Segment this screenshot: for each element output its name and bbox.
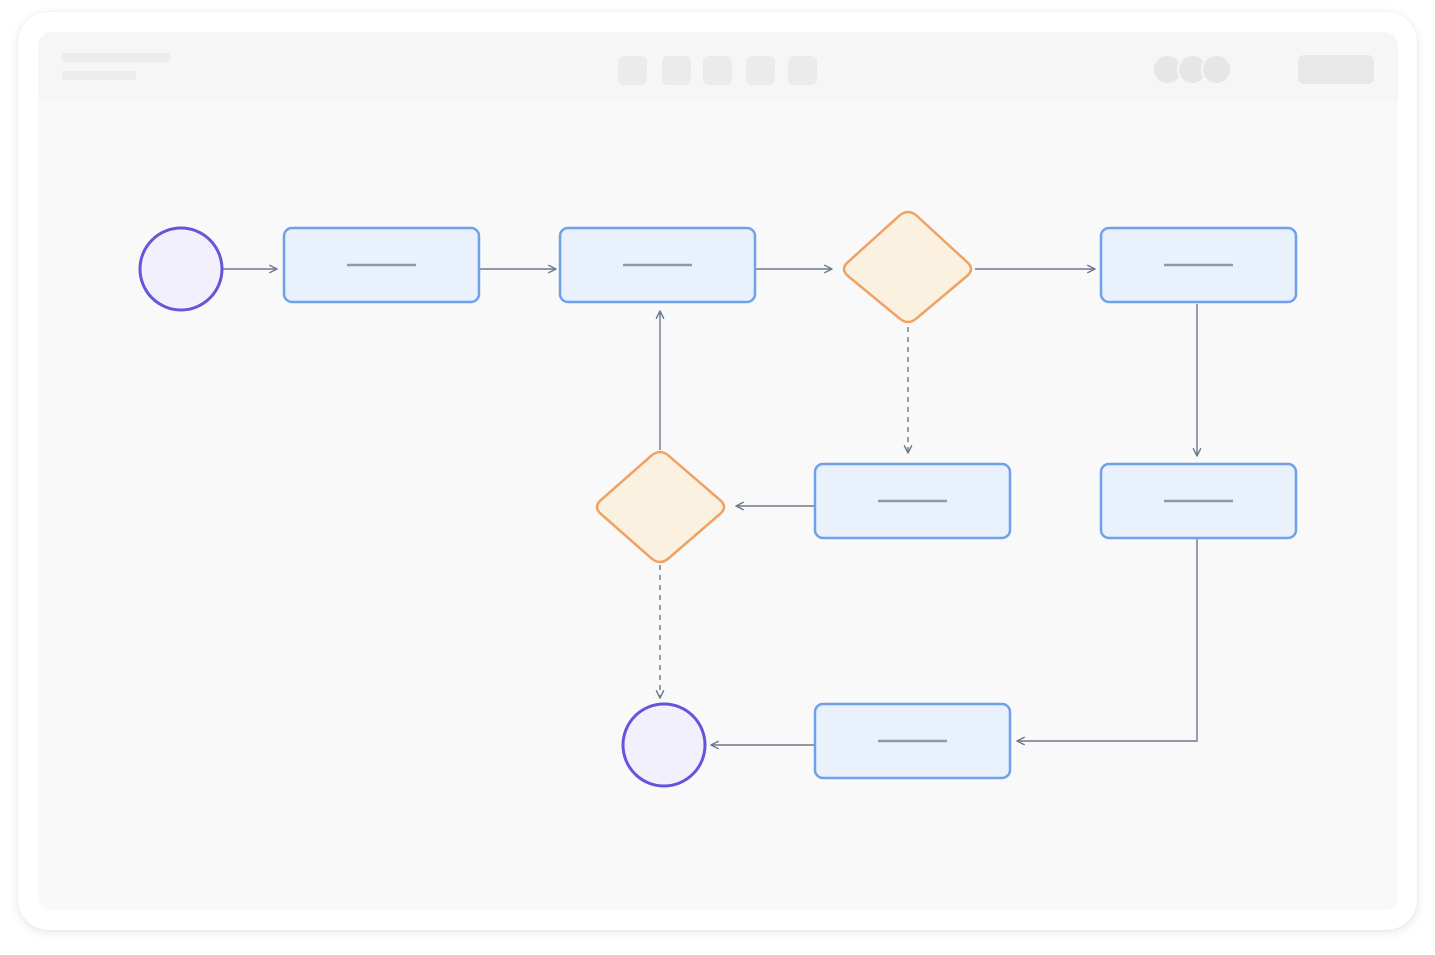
process-node-step-5[interactable] [1099, 462, 1298, 540]
edge-step-5-to-step-6[interactable] [1016, 539, 1198, 746]
toolbar-tool-button-2[interactable] [662, 56, 691, 85]
process-node-step-4[interactable] [813, 462, 1012, 540]
process-node-step-6[interactable] [813, 702, 1012, 780]
toolbar-tool-button-4[interactable] [746, 56, 775, 85]
end-node[interactable] [621, 702, 707, 788]
decision-node-1[interactable] [842, 210, 973, 324]
toolbar-tool-button-1[interactable] [618, 56, 647, 85]
process-node-step-3[interactable] [1099, 226, 1298, 304]
collaborator-avatar-3[interactable] [1201, 54, 1232, 85]
process-node-step-1[interactable] [282, 226, 481, 304]
process-node-step-2[interactable] [558, 226, 757, 304]
document-subtitle-placeholder [62, 71, 136, 80]
start-node[interactable] [138, 226, 224, 312]
toolbar-tool-button-3[interactable] [703, 56, 732, 85]
document-title-placeholder [62, 53, 170, 62]
connectors [223, 264, 1202, 750]
toolbar-tool-button-5[interactable] [788, 56, 817, 85]
decision-node-2[interactable] [595, 450, 726, 564]
share-button[interactable] [1298, 55, 1374, 84]
top-toolbar [38, 32, 1398, 100]
